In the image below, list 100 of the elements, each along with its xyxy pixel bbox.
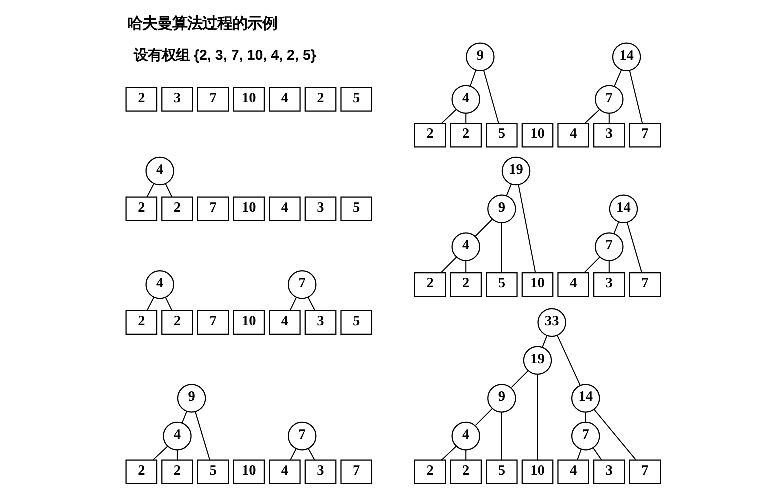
connector bbox=[584, 108, 600, 124]
connector bbox=[484, 70, 500, 124]
node-box: 3 bbox=[593, 272, 626, 297]
connector bbox=[584, 256, 600, 273]
node-box: 10 bbox=[522, 459, 554, 484]
node-circle: 7 bbox=[288, 421, 317, 450]
node-box: 4 bbox=[269, 86, 301, 112]
node-box: 7 bbox=[197, 310, 230, 335]
connector bbox=[626, 222, 643, 273]
node-circle: 14 bbox=[612, 42, 642, 71]
connector bbox=[195, 411, 211, 460]
node-box: 5 bbox=[340, 86, 372, 112]
node-circle: 4 bbox=[146, 270, 174, 299]
connector bbox=[308, 448, 316, 460]
node-box: 5 bbox=[486, 272, 518, 297]
connector bbox=[629, 70, 644, 124]
node-circle: 9 bbox=[177, 384, 206, 412]
node-box: 10 bbox=[233, 310, 266, 335]
node-circle: 33 bbox=[538, 308, 566, 337]
connector bbox=[518, 184, 536, 272]
node-box: 4 bbox=[558, 272, 590, 297]
node-box: 4 bbox=[269, 310, 301, 335]
node-box: 3 bbox=[304, 459, 337, 484]
node-box: 10 bbox=[233, 196, 266, 221]
connector bbox=[577, 448, 582, 460]
node-circle: 4 bbox=[452, 232, 480, 261]
node-box: 7 bbox=[629, 122, 662, 148]
connector bbox=[475, 218, 493, 236]
connector bbox=[182, 410, 188, 423]
connector bbox=[146, 183, 154, 197]
connector bbox=[290, 296, 298, 310]
node-box: 2 bbox=[126, 310, 158, 335]
node-circle: 7 bbox=[595, 232, 624, 261]
connector bbox=[594, 408, 636, 460]
node-box: 4 bbox=[269, 459, 301, 484]
node-circle: 7 bbox=[595, 84, 624, 114]
node-circle: 7 bbox=[571, 421, 600, 450]
node-box: 2 bbox=[162, 459, 194, 484]
diagram-title: 哈夫曼算法过程的示例 bbox=[128, 14, 278, 32]
connector bbox=[614, 222, 620, 234]
node-box: 2 bbox=[162, 310, 194, 335]
connector bbox=[614, 69, 622, 86]
connector bbox=[176, 450, 178, 460]
node-circle: 9 bbox=[488, 194, 516, 223]
node-box: 4 bbox=[558, 459, 590, 484]
node-circle: 14 bbox=[571, 384, 600, 412]
node-box: 2 bbox=[126, 196, 158, 221]
node-box: 5 bbox=[340, 196, 372, 221]
node-box: 10 bbox=[522, 122, 554, 148]
node-box: 3 bbox=[304, 310, 337, 335]
node-circle: 9 bbox=[466, 42, 495, 71]
node-box: 2 bbox=[414, 122, 446, 148]
node-box: 2 bbox=[450, 459, 482, 484]
node-circle: 19 bbox=[502, 156, 531, 186]
connector bbox=[466, 113, 467, 123]
connector bbox=[511, 370, 529, 388]
connector bbox=[466, 450, 467, 460]
connector bbox=[592, 447, 602, 460]
node-box: 3 bbox=[304, 196, 337, 221]
node-circle: 19 bbox=[523, 346, 552, 374]
node-box: 3 bbox=[593, 459, 626, 484]
node-box: 10 bbox=[233, 86, 266, 112]
node-circle: 4 bbox=[146, 156, 174, 186]
node-circle: 4 bbox=[452, 84, 480, 114]
connector bbox=[608, 260, 610, 272]
connector bbox=[470, 70, 477, 86]
connector bbox=[542, 335, 548, 348]
connector bbox=[466, 260, 467, 272]
node-box: 2 bbox=[304, 86, 337, 112]
node-box: 2 bbox=[414, 272, 446, 297]
node-box: 5 bbox=[486, 122, 518, 148]
node-box: 4 bbox=[558, 122, 590, 148]
node-box: 2 bbox=[414, 459, 446, 484]
connector bbox=[308, 296, 316, 310]
node-box: 4 bbox=[269, 196, 301, 221]
connector bbox=[441, 446, 457, 460]
connector bbox=[440, 256, 458, 273]
node-box: 2 bbox=[126, 86, 158, 112]
node-box: 10 bbox=[233, 459, 266, 484]
connector bbox=[165, 183, 173, 197]
connector bbox=[146, 296, 154, 310]
node-circle: 4 bbox=[163, 421, 192, 450]
node-box: 2 bbox=[450, 122, 482, 148]
node-box: 7 bbox=[629, 459, 662, 484]
node-box: 2 bbox=[450, 272, 482, 297]
connector bbox=[506, 184, 512, 196]
node-circle: 7 bbox=[288, 270, 317, 299]
node-circle: 14 bbox=[609, 194, 638, 223]
connector bbox=[475, 408, 493, 426]
connector bbox=[537, 374, 538, 460]
connector bbox=[585, 412, 586, 422]
node-box: 3 bbox=[162, 86, 194, 112]
label: 设有权组 {2, 3, 7, 10, 4, 2, 5} bbox=[134, 47, 316, 64]
node-box: 5 bbox=[486, 459, 518, 484]
node-box: 7 bbox=[197, 196, 230, 221]
node-box: 7 bbox=[629, 272, 662, 297]
connector bbox=[441, 108, 457, 124]
node-box: 2 bbox=[126, 459, 158, 484]
connector bbox=[501, 222, 502, 273]
node-box: 3 bbox=[593, 122, 626, 148]
